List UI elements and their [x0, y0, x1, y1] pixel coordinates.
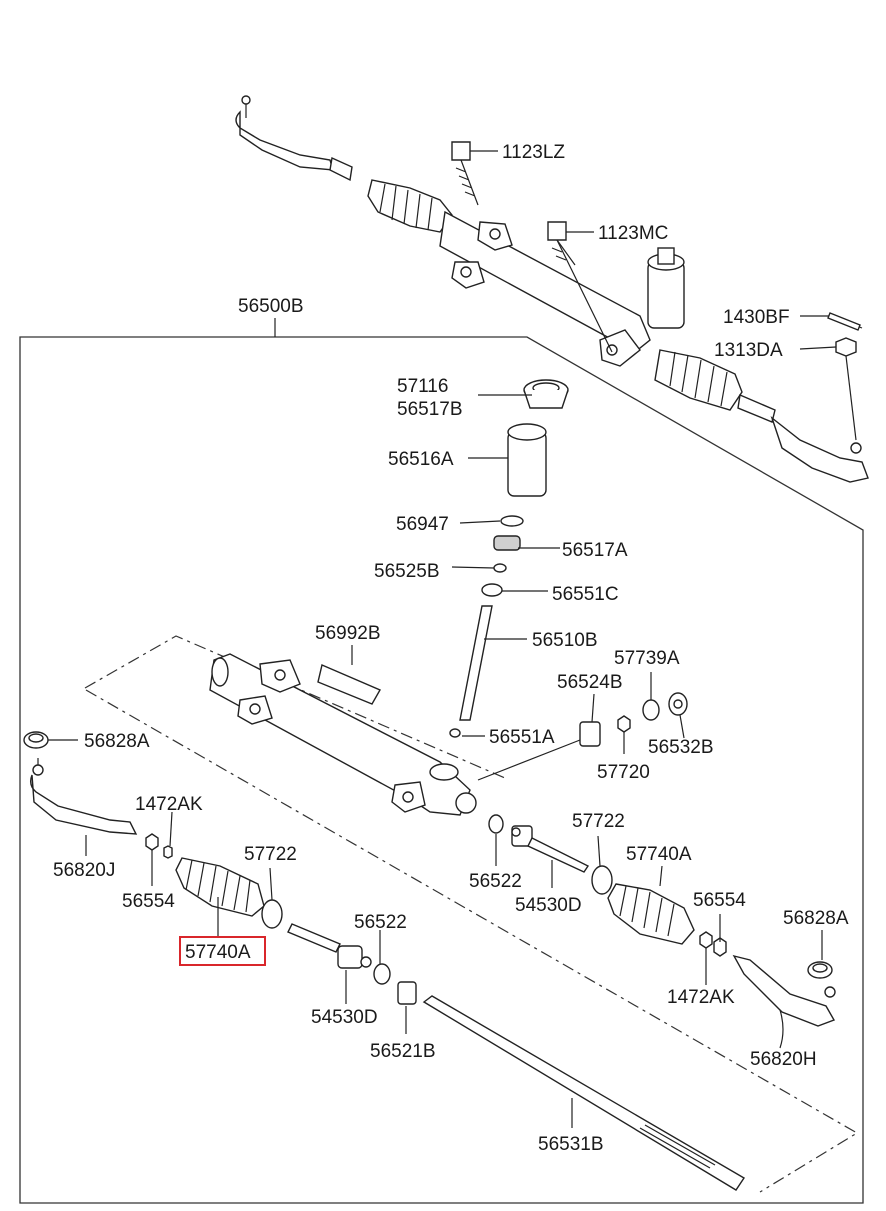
label-1123LZ: 1123LZ	[502, 142, 565, 163]
assembly-frame	[19, 336, 864, 1204]
label-56522-left: 56522	[354, 912, 407, 933]
label-56525B: 56525B	[374, 561, 440, 582]
label-56551A: 56551A	[489, 727, 555, 748]
label-56820H: 56820H	[750, 1049, 817, 1070]
label-56551C: 56551C	[552, 584, 619, 605]
assembled-steering-gear	[235, 95, 869, 483]
label-54530D-right: 54530D	[515, 895, 582, 916]
label-56516A: 56516A	[388, 449, 454, 470]
right-tie-rod-parts	[488, 814, 836, 1027]
label-56510B: 56510B	[532, 630, 598, 651]
label-1430BF: 1430BF	[723, 307, 790, 328]
label-57720: 57720	[597, 762, 650, 783]
label-56554-right: 56554	[693, 890, 746, 911]
label-56517A: 56517A	[562, 540, 628, 561]
label-1313DA: 1313DA	[714, 340, 783, 361]
label-56828A-right: 56828A	[783, 908, 849, 929]
label-56524B: 56524B	[557, 672, 623, 693]
label-56947: 56947	[396, 514, 449, 535]
label-56820J: 56820J	[53, 860, 115, 881]
label-56500B: 56500B	[238, 296, 304, 317]
label-57739A: 57739A	[614, 648, 680, 669]
label-56522-right: 56522	[469, 871, 522, 892]
label-56554-left: 56554	[122, 891, 175, 912]
label-1472AK-left: 1472AK	[135, 794, 203, 815]
rack-housing	[209, 653, 477, 816]
label-57722-right: 57722	[572, 811, 625, 832]
label-56532B: 56532B	[648, 737, 714, 758]
label-56517B: 56517B	[397, 399, 463, 420]
label-1123MC: 1123MC	[598, 223, 668, 244]
label-56521B: 56521B	[370, 1041, 436, 1062]
left-tie-rod-parts	[23, 731, 745, 1191]
highlight-box	[179, 936, 266, 966]
label-57740A-left[interactable]: 57740A	[185, 942, 251, 963]
label-56992B: 56992B	[315, 623, 381, 644]
label-57722-left: 57722	[244, 844, 297, 865]
label-56531B: 56531B	[538, 1134, 604, 1155]
label-54530D-left: 54530D	[311, 1007, 378, 1028]
label-57740A-right: 57740A	[626, 844, 692, 865]
rack-group-outline	[84, 635, 859, 1193]
label-1472AK-right: 1472AK	[667, 987, 735, 1008]
label-56828A-left: 56828A	[84, 731, 150, 752]
label-57116: 57116	[397, 376, 448, 397]
pinion-subparts	[449, 379, 569, 738]
